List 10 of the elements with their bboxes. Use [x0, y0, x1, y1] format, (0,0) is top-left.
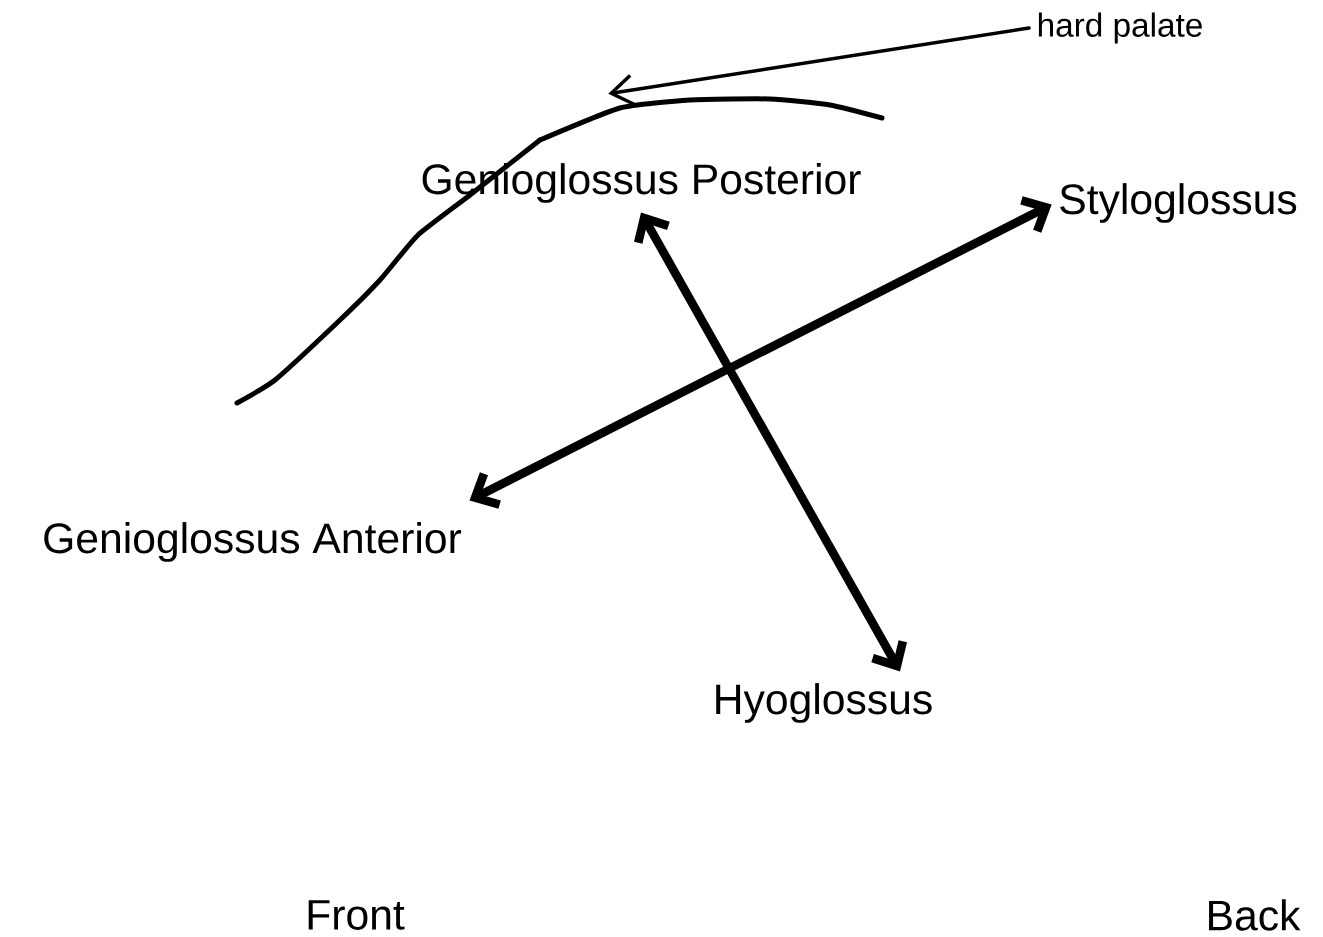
double-arrow	[634, 212, 907, 672]
muscle-label: Styloglossus	[1060, 183, 1297, 223]
muscle-label: Hyoglossus	[716, 683, 932, 723]
muscle-label: Genioglossus Anterior	[44, 522, 462, 562]
direction-label: Back	[1209, 899, 1301, 931]
leader-line	[608, 26, 1031, 106]
direction-label: Front	[308, 900, 405, 930]
double-arrow	[469, 196, 1052, 509]
palate-curve	[537, 96, 885, 143]
muscle-label: hard palate	[1038, 12, 1202, 44]
